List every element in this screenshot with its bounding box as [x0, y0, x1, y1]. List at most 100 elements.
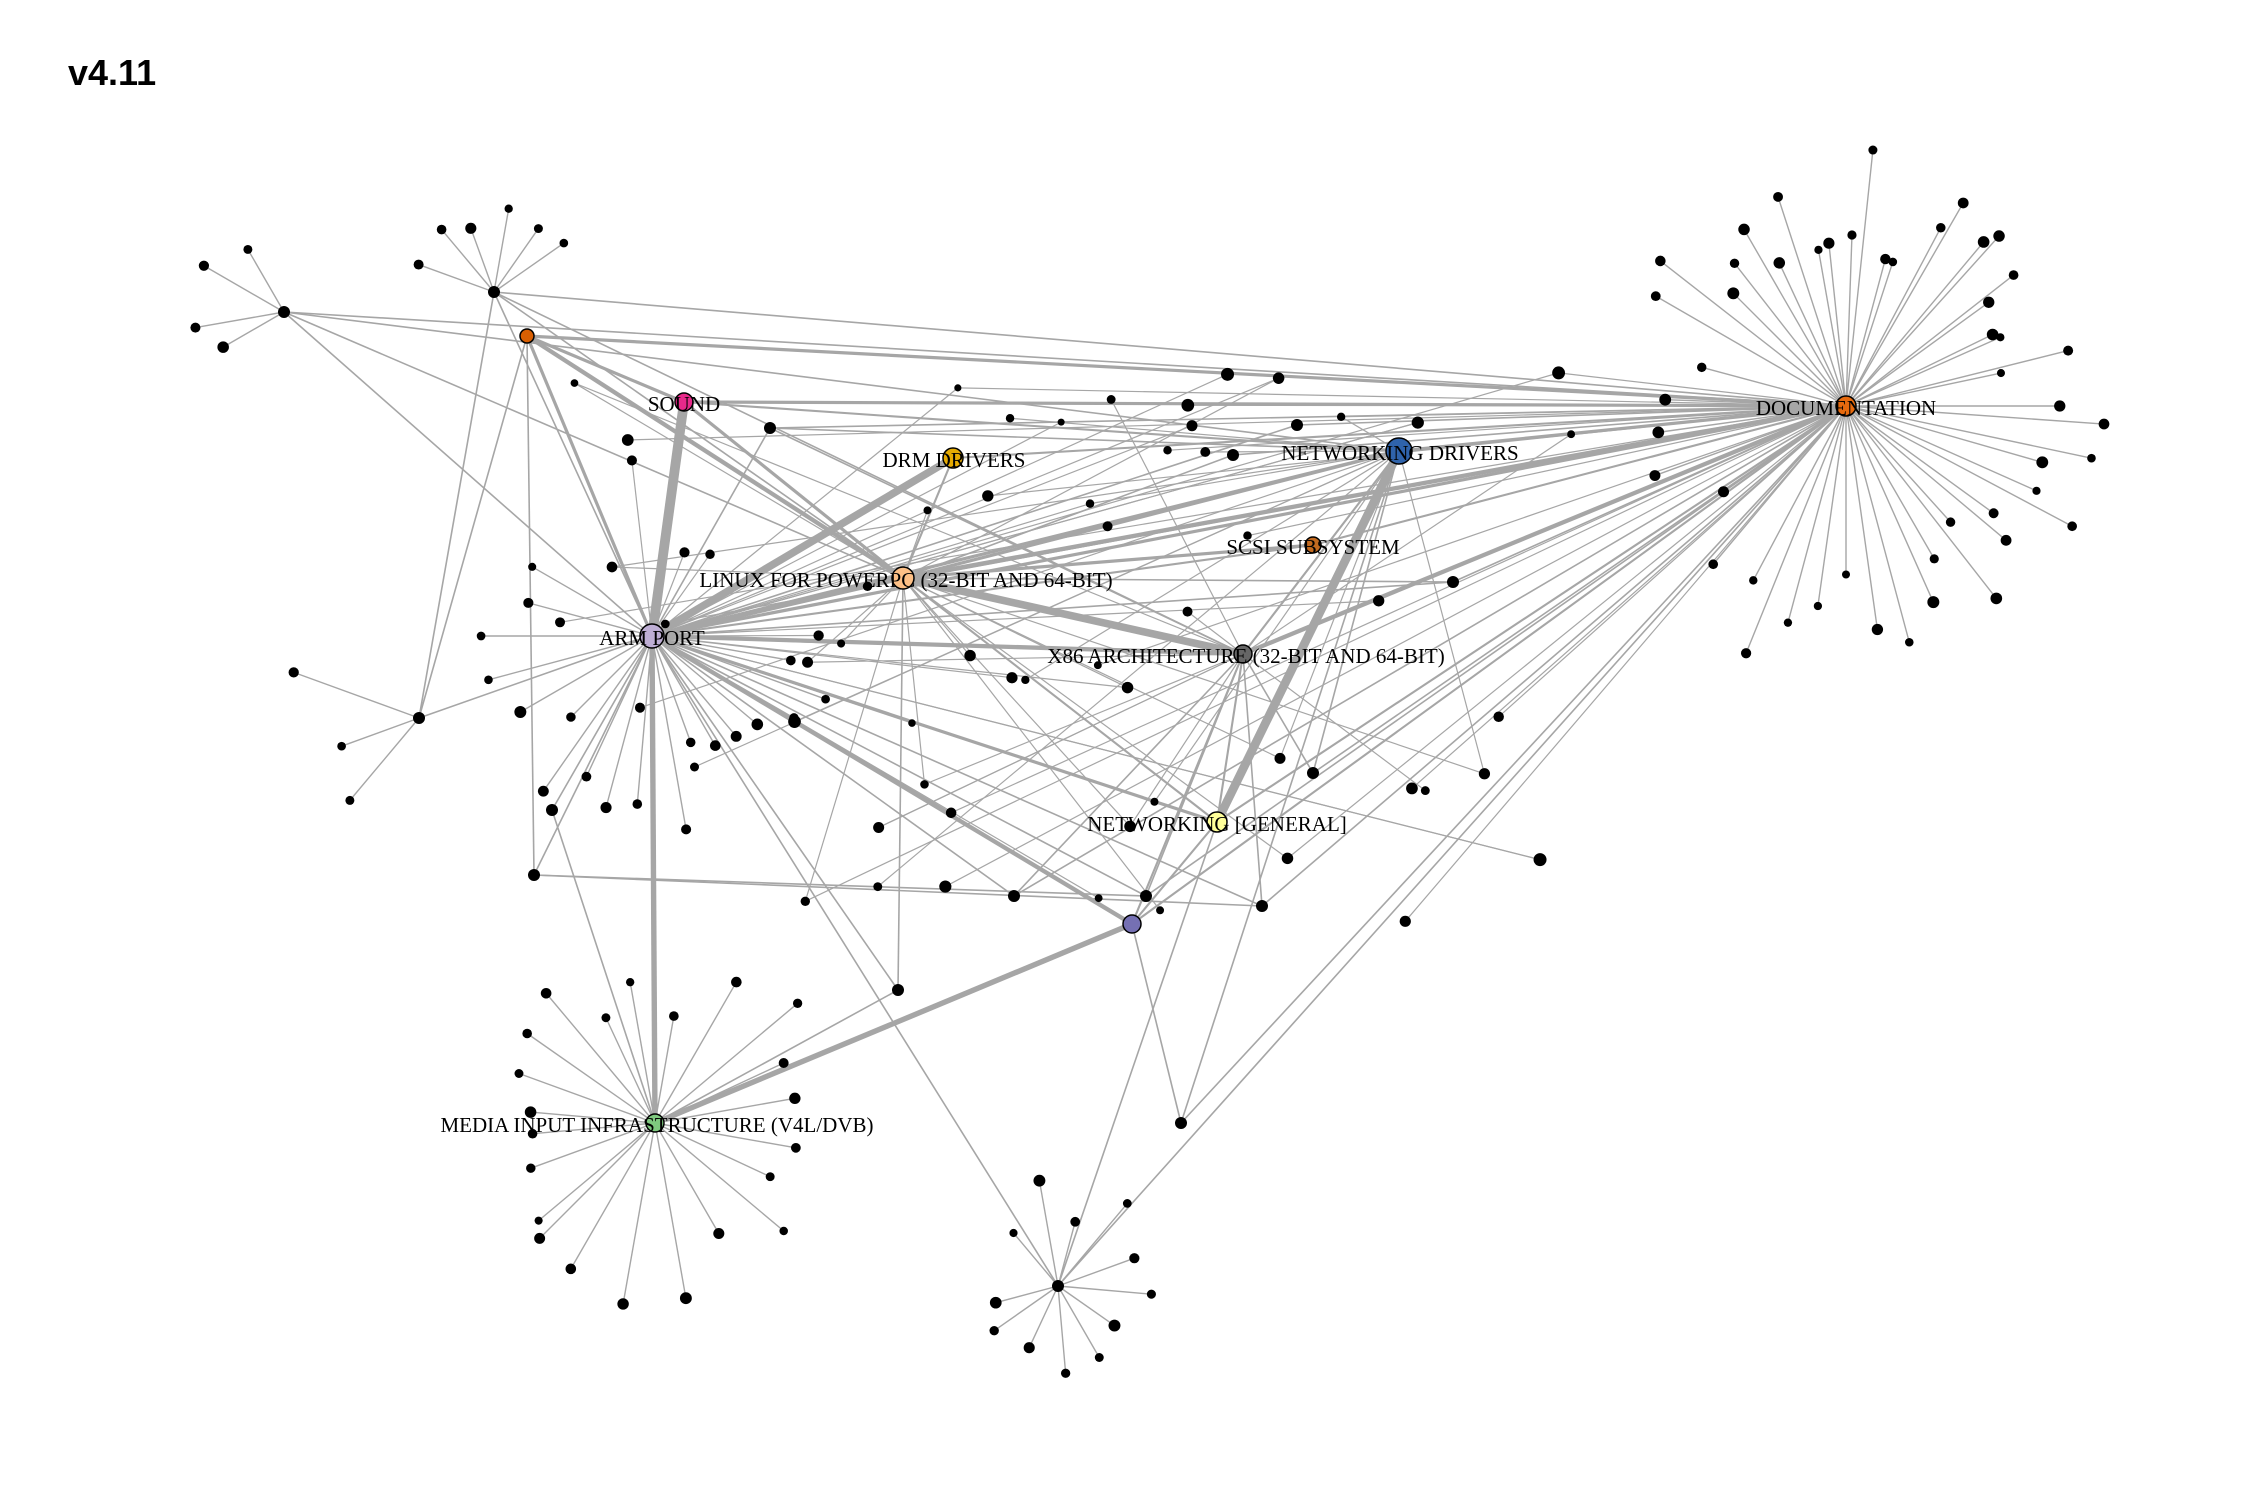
edge [902, 577, 926, 785]
leaf-node [2098, 418, 2110, 430]
leaf-node [1871, 623, 1884, 636]
minor-node [1272, 372, 1285, 384]
edge-linux-for-powerpc-scsi-subsystem [902, 543, 1314, 580]
leaf-node [1957, 197, 1969, 209]
edge [902, 577, 1161, 911]
edge [283, 311, 1847, 407]
leaf-node [1927, 596, 1940, 609]
leaf-node [2032, 486, 2041, 495]
edge [1180, 405, 1847, 1124]
leaf-node [1659, 393, 1672, 406]
edge-arm-port-scsi-subsystem [651, 543, 1314, 638]
minor-node [621, 434, 634, 446]
edge [654, 1002, 799, 1124]
hub-node [1140, 890, 1152, 902]
leaf-node [632, 799, 643, 809]
leaf-node [1650, 291, 1661, 302]
leaf-node [345, 795, 355, 805]
leaf-node [2000, 534, 2012, 546]
leaf-node [1929, 554, 1939, 564]
minor-node [1093, 661, 1102, 670]
hub-node [1256, 900, 1268, 912]
edge-documentation-drm-drivers [952, 404, 1847, 460]
edge [902, 577, 1131, 827]
minor-node [1281, 852, 1294, 865]
leaf-node [789, 1092, 801, 1105]
leaf-node [709, 740, 721, 751]
leaf-node [1783, 618, 1793, 627]
edge [651, 635, 1013, 679]
edge [1845, 405, 1952, 523]
leaf-node [1697, 362, 1707, 373]
edge [1845, 301, 1990, 407]
edge-documentation-sound [683, 400, 1847, 408]
edge [1701, 366, 1847, 407]
minor-node [837, 639, 846, 648]
edge [1187, 611, 1244, 655]
leaf-node [765, 1172, 775, 1182]
minor-node [1106, 395, 1116, 404]
minor-node [679, 547, 690, 558]
edge [807, 653, 1244, 663]
edge [1312, 450, 1400, 774]
edge [1777, 196, 1847, 407]
edge [1129, 653, 1244, 827]
edge [1242, 653, 1263, 907]
node-x86-architecture [1233, 644, 1253, 664]
leaf-node [731, 976, 742, 988]
edge [1845, 405, 2092, 459]
edge-linux-for-powerpc-networking-general [902, 577, 1218, 823]
edge [1242, 653, 1314, 774]
edge-arm-port-media-input-infrastructure [649, 635, 658, 1124]
leaf-node [527, 1128, 538, 1139]
leaf-node [685, 737, 696, 748]
leaf-node [476, 631, 486, 641]
edge [622, 1122, 656, 1305]
edge [1787, 405, 1847, 623]
leaf-node [1993, 230, 2005, 242]
edge [519, 635, 653, 713]
edge [1287, 405, 1847, 859]
leaf-node [2067, 521, 2077, 532]
minor-node [570, 379, 579, 387]
edge [651, 387, 959, 637]
label-networking-drivers: NETWORKING DRIVERS [1281, 441, 1518, 465]
edge [493, 291, 653, 637]
edge [654, 1122, 796, 1149]
edge-linux-for-powerpc-networking-drivers [902, 449, 1400, 580]
edge [349, 717, 420, 801]
minor-node [1021, 675, 1030, 685]
edge [1013, 405, 1847, 897]
edge [539, 1122, 656, 1239]
minor-node [1094, 894, 1103, 903]
edge [651, 635, 737, 737]
edge [1153, 450, 1400, 803]
edge [1013, 653, 1244, 897]
edge [651, 635, 791, 662]
edge [551, 809, 656, 1124]
edge [1655, 295, 1847, 407]
leaf-node [1996, 369, 2006, 378]
leaf-node [217, 341, 229, 353]
edge-networking-drivers-documentation [1398, 404, 1847, 453]
major-nodes-layer [519, 328, 1857, 1133]
edges-layer [195, 149, 2105, 1374]
edge [1057, 1285, 1067, 1374]
leaf-node [600, 801, 612, 814]
edge [651, 635, 1541, 861]
leaf-node [1880, 253, 1891, 265]
leaf-node [288, 667, 299, 678]
edge [341, 717, 420, 747]
edge [804, 577, 904, 902]
edge [1828, 243, 1847, 407]
edge [639, 450, 1400, 709]
edge [551, 635, 653, 811]
minor-node [1150, 797, 1159, 806]
edge [283, 311, 1400, 452]
node-sound [674, 392, 694, 412]
minor-node [1221, 367, 1235, 381]
edge [1247, 405, 1847, 537]
edge [1745, 405, 1847, 654]
edge [651, 635, 1059, 1287]
edge [651, 421, 1062, 637]
